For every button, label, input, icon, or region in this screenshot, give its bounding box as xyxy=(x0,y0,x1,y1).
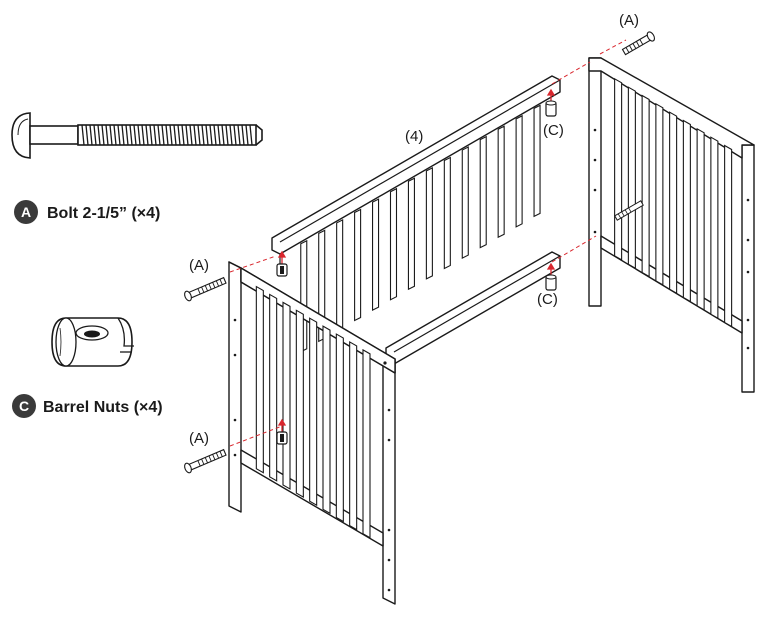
end-slat xyxy=(255,285,264,474)
right-end-panel xyxy=(588,57,755,393)
end-slat xyxy=(696,127,705,311)
rail-slat xyxy=(533,104,541,218)
bolt-top-right xyxy=(621,31,656,56)
callout-rail-part: (4) xyxy=(405,128,423,145)
end-slat xyxy=(335,333,344,523)
bolt-label: Bolt 2-1/5” (×4) xyxy=(47,205,160,222)
rail-slat xyxy=(443,156,451,270)
bolt-lower-left xyxy=(184,448,227,474)
bolt-right-middle xyxy=(614,200,644,221)
end-slat xyxy=(641,94,650,278)
barrel-nut-upper-left xyxy=(276,263,288,277)
barrel-nut-badge-letter: C xyxy=(19,398,29,414)
end-slat xyxy=(269,293,278,482)
callout-bolt-left-upper: (A) xyxy=(189,257,209,274)
barrel-nut-badge xyxy=(12,394,36,418)
bolt-icon xyxy=(11,112,263,159)
end-slat xyxy=(710,136,719,320)
side-rail-part-4 xyxy=(271,75,561,365)
rail-slat xyxy=(371,198,380,311)
end-slat xyxy=(349,341,358,531)
barrel-nut-legend: C Barrel Nuts (×4) xyxy=(12,394,163,418)
end-slat xyxy=(362,348,371,539)
barrel-nut-lower-left xyxy=(276,431,288,445)
end-slat xyxy=(282,301,291,490)
callout-bolt-left-lower: (A) xyxy=(189,430,209,447)
left-end-panel xyxy=(228,261,396,605)
callout-bolt-top-right: (A) xyxy=(619,12,639,29)
end-slat xyxy=(669,111,678,295)
rail-slat xyxy=(425,166,433,280)
assembly-guides xyxy=(229,39,627,447)
end-slat xyxy=(682,119,691,303)
barrel-nut-lower-right xyxy=(545,274,557,291)
rail-slat xyxy=(389,187,398,301)
rail-slat xyxy=(515,114,523,228)
end-slat xyxy=(724,144,733,328)
bolt-legend: A Bolt 2-1/5” (×4) xyxy=(14,200,160,224)
end-slat xyxy=(309,317,318,507)
bolt-badge xyxy=(14,200,38,224)
end-slat xyxy=(627,86,636,270)
rail-slat xyxy=(479,135,487,249)
callout-nut-lower: (C) xyxy=(537,291,558,308)
end-slat xyxy=(295,309,304,499)
barrel-nut-icon xyxy=(51,317,134,367)
rail-slat xyxy=(336,219,344,332)
bolt-badge-letter: A xyxy=(21,204,31,220)
end-slat xyxy=(614,77,623,261)
rail-slat xyxy=(497,125,505,239)
barrel-nut-label: Barrel Nuts (×4) xyxy=(43,399,163,416)
bolt-upper-left xyxy=(184,276,227,302)
callout-nut-upper: (C) xyxy=(543,122,564,139)
barrel-nut-upper-right xyxy=(545,100,557,117)
rail-slat xyxy=(354,208,362,322)
end-slat xyxy=(322,325,331,515)
rail-slat xyxy=(461,146,469,259)
end-slat xyxy=(655,102,664,286)
rail-slat xyxy=(407,177,415,291)
